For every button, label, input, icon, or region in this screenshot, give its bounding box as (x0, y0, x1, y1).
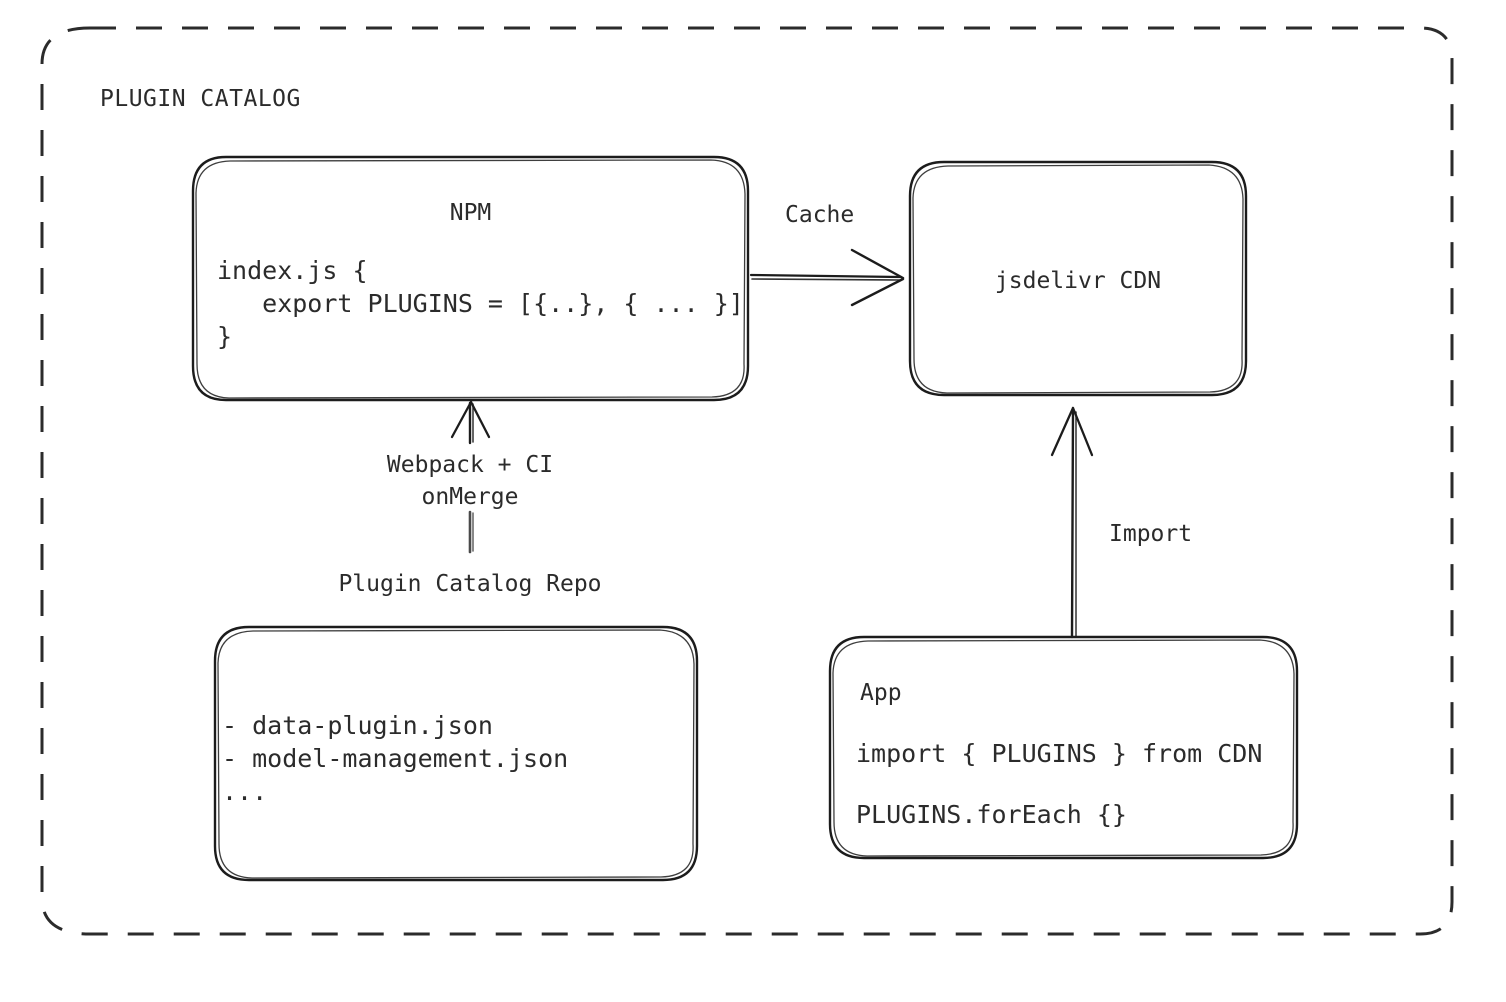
npm-code-line-3: } (217, 322, 233, 351)
app-code-line-2: PLUGINS.forEach {} (856, 800, 1127, 829)
npm-node-title: NPM (449, 200, 492, 226)
edge-npm-to-cdn-arrow (749, 248, 905, 307)
repo-node-title: Plugin Catalog Repo (338, 571, 602, 597)
edge-label-cache: Cache (785, 202, 855, 228)
edge-label-import: Import (1109, 521, 1193, 547)
app-code-line-1: import { PLUGINS } from CDN (856, 739, 1263, 768)
npm-code-line-2: export PLUGINS = [{..}, { ... }] (217, 289, 744, 318)
edge-label-webpack-ci: Webpack + CI (386, 452, 554, 478)
repo-code-line-3: ... (222, 777, 268, 806)
repo-code-line-2: - model-management.json (222, 744, 569, 773)
npm-code-line-1: index.js { (217, 256, 368, 285)
app-node-title: App (860, 680, 902, 706)
repo-code-line-1: - data-plugin.json (222, 711, 493, 740)
edge-label-on-merge: onMerge (421, 484, 519, 510)
page-title: PLUGIN CATALOG (100, 86, 301, 112)
edge-app-to-cdn-arrow (1050, 406, 1094, 639)
cdn-node-title: jsdelivr CDN (994, 268, 1162, 294)
